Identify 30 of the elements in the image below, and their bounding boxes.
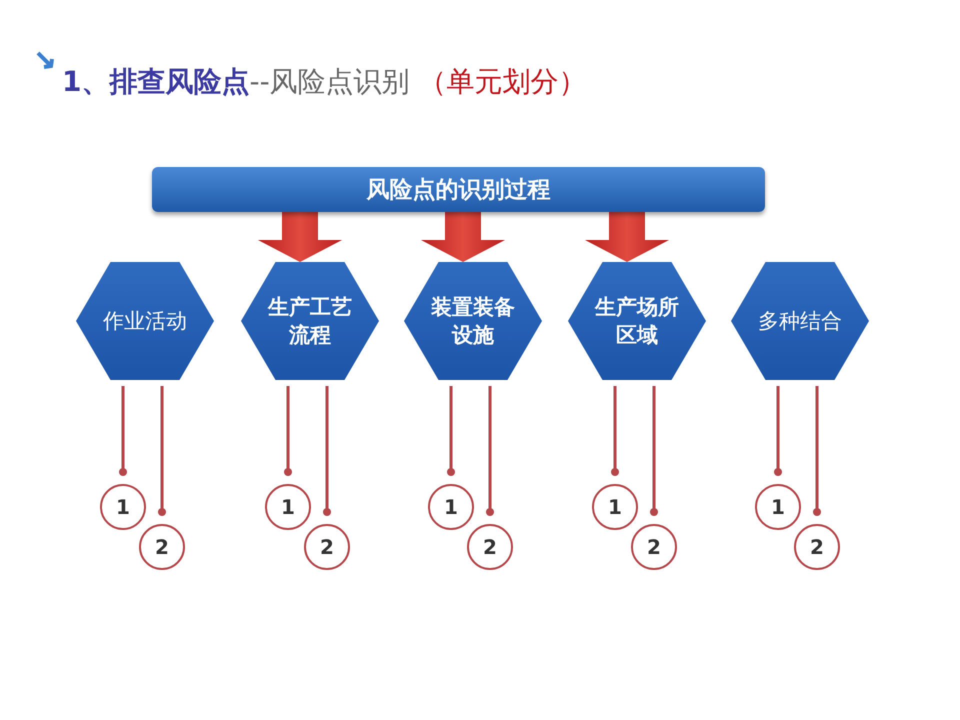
block-arrow: [421, 212, 505, 262]
slide-title: 1、排查风险点--风险点识别 （单元划分）: [62, 64, 587, 100]
connector-line: [158, 386, 166, 516]
connector-line: [611, 386, 619, 476]
block-arrow: [585, 212, 669, 262]
number-circle: 1: [100, 484, 146, 530]
number-circle: 2: [467, 524, 513, 570]
connector-line: [119, 386, 127, 476]
hexagon-node: 作业活动: [76, 262, 214, 380]
connector-line: [813, 386, 821, 516]
block-arrow: [258, 212, 342, 262]
hexagon-node: 多种结合: [731, 262, 869, 380]
number-circle: 1: [265, 484, 311, 530]
number-circle: 1: [428, 484, 474, 530]
number-circle: 2: [631, 524, 677, 570]
connector-line: [447, 386, 455, 476]
number-circle: 2: [139, 524, 185, 570]
connector-line: [650, 386, 658, 516]
connector-line: [774, 386, 782, 476]
connector-line: [323, 386, 331, 516]
hexagon-node: 生产场所区域: [568, 262, 706, 380]
number-circle: 1: [755, 484, 801, 530]
hexagon-node: 装置装备设施: [404, 262, 542, 380]
number-circle: 2: [794, 524, 840, 570]
hexagon-node: 生产工艺流程: [241, 262, 379, 380]
connector-line: [284, 386, 292, 476]
process-banner: 风险点的识别过程: [152, 167, 765, 212]
number-circle: 2: [304, 524, 350, 570]
connector-line: [486, 386, 494, 516]
number-circle: 1: [592, 484, 638, 530]
